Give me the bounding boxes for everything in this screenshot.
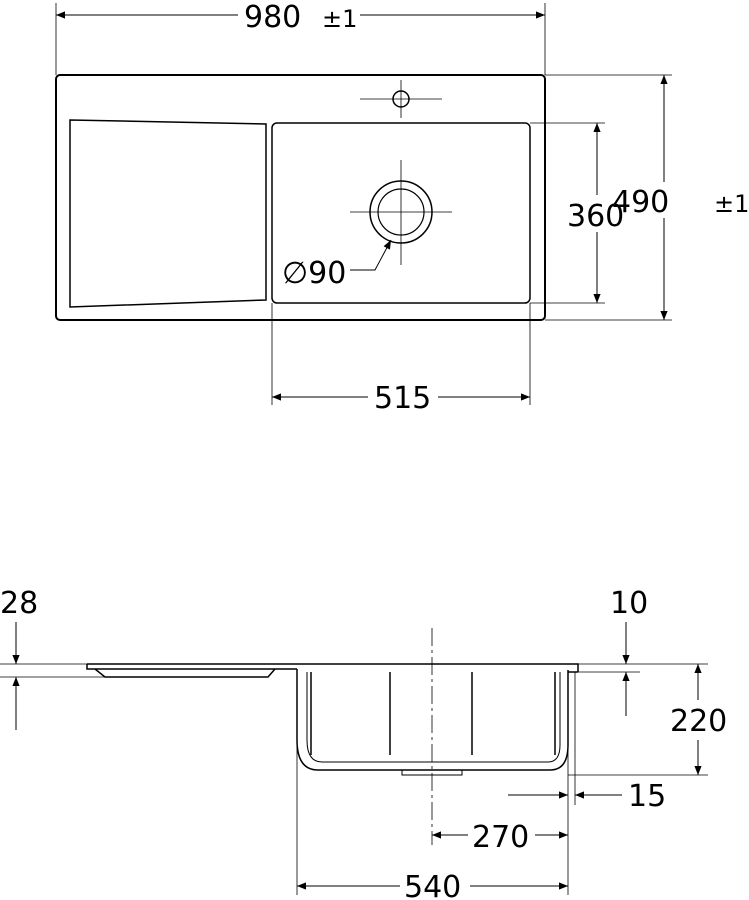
side-view bbox=[0, 622, 708, 895]
rim-bottom bbox=[86, 664, 297, 670]
top-view bbox=[55, 3, 672, 405]
label-drain-diameter: ∅90 bbox=[282, 256, 346, 291]
label-bowl-depth: 360 bbox=[567, 199, 624, 234]
bowl-profile bbox=[296, 669, 569, 771]
drainboard bbox=[69, 119, 267, 308]
drainboard-recess bbox=[94, 668, 276, 678]
label-overall-width: 980 bbox=[244, 0, 301, 35]
label-overall-depth-tolerance: ±1 bbox=[714, 190, 749, 218]
label-bowl-height: 220 bbox=[670, 704, 727, 739]
label-rim-drop: 28 bbox=[0, 586, 38, 621]
label-drain-offset: 270 bbox=[472, 820, 529, 855]
sink-outline bbox=[55, 74, 546, 321]
bowl-outline bbox=[271, 122, 531, 304]
label-wall-offset: 15 bbox=[628, 779, 666, 814]
label-overall-depth: 490 bbox=[612, 185, 669, 220]
label-bowl-length: 540 bbox=[404, 870, 461, 900]
rim-top bbox=[87, 663, 579, 672]
label-overall-width-tolerance: ±1 bbox=[322, 5, 357, 33]
drain-diameter-leader bbox=[350, 239, 392, 271]
label-bowl-width: 515 bbox=[374, 381, 431, 416]
bowl-inner-profile bbox=[306, 672, 561, 763]
label-rim-thickness: 10 bbox=[610, 586, 648, 621]
